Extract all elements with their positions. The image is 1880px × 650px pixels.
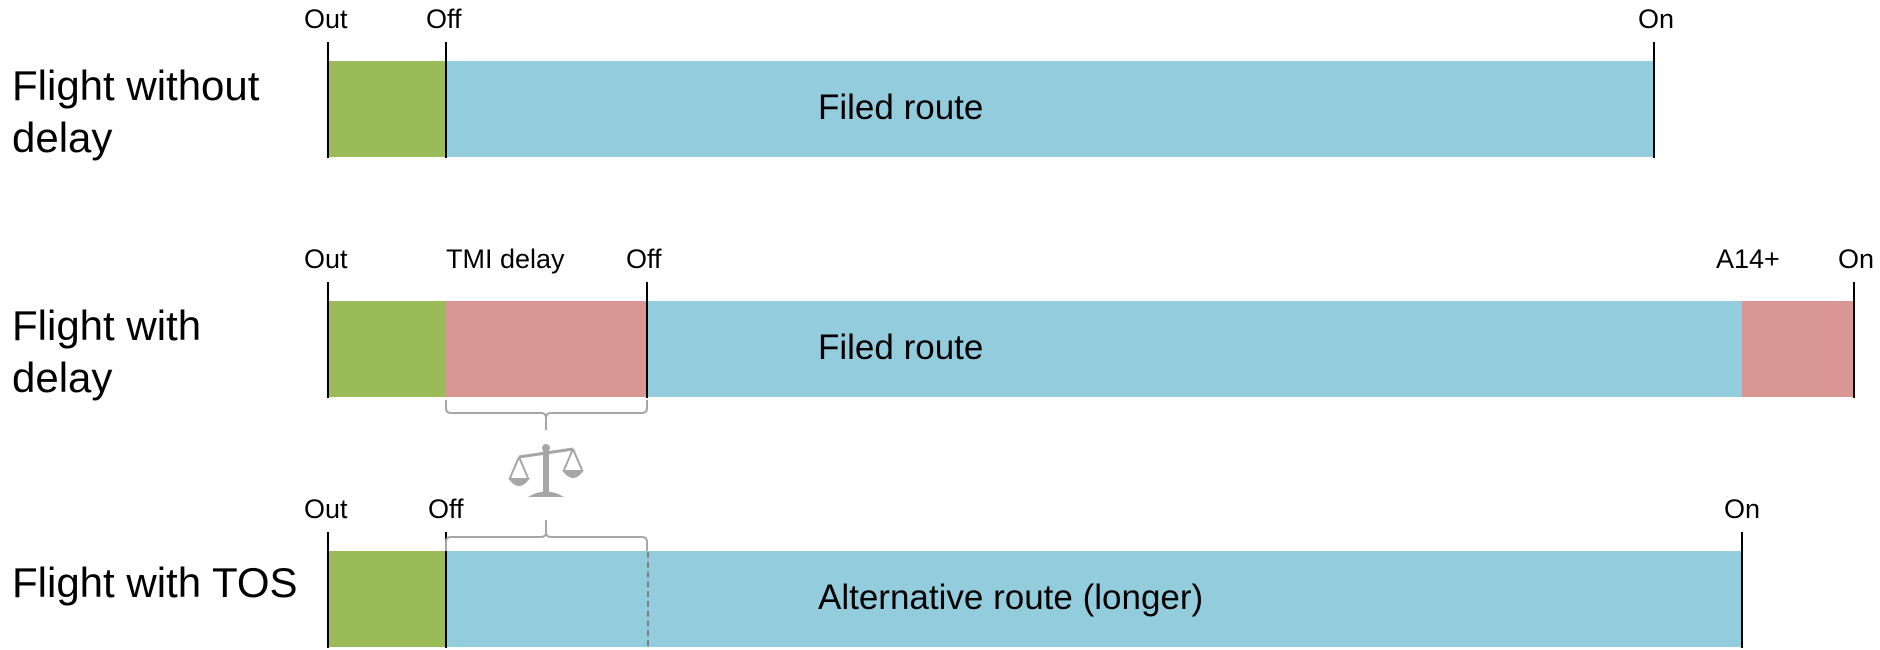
tick-label-on: On <box>1724 494 1761 524</box>
filed-route-segment <box>647 301 1742 397</box>
reroute-bracket <box>445 520 648 551</box>
delay-bracket <box>445 400 648 430</box>
tick-label-out: Out <box>304 244 348 274</box>
tmi-delay-segment <box>446 301 647 397</box>
tick-line-on <box>1653 42 1655 158</box>
tick-label-off: Off <box>426 4 462 34</box>
tick-line-off <box>646 282 648 398</box>
tick-label-off: Off <box>428 494 464 524</box>
row-label-without-delay: Flight without delay <box>12 62 260 161</box>
tick-line-on <box>1853 282 1855 398</box>
filed-route-label: Filed route <box>818 328 984 367</box>
row-label-with-delay: Flight with delay <box>12 302 202 401</box>
alternative-route-label: Alternative route (longer) <box>818 578 1204 617</box>
original-off-dashed-line <box>647 552 649 646</box>
row-label-with-tos: Flight with TOS <box>12 559 298 606</box>
tick-line-out <box>327 282 329 398</box>
balance-scale-icon <box>508 444 584 497</box>
tick-line-on <box>1741 532 1743 648</box>
tick-label-on: On <box>1838 244 1875 274</box>
tick-label-off: Off <box>626 244 662 274</box>
filed-route-label: Filed route <box>818 88 984 127</box>
tick-label-tmi-delay: TMI delay <box>446 244 565 274</box>
tick-line-out <box>327 532 329 648</box>
tick-label-a14: A14+ <box>1716 244 1780 274</box>
tick-label-out: Out <box>304 4 348 34</box>
tick-line-out <box>327 42 329 158</box>
alternative-route-segment <box>446 551 1742 647</box>
ground-segment <box>328 61 446 157</box>
a14-delay-segment <box>1742 301 1854 397</box>
tick-line-off <box>445 532 447 648</box>
tick-label-on: On <box>1638 4 1675 34</box>
filed-route-segment <box>446 61 1654 157</box>
tick-label-out: Out <box>304 494 348 524</box>
tick-line-off <box>445 42 447 158</box>
ground-segment <box>328 551 446 647</box>
ground-segment <box>328 301 446 397</box>
